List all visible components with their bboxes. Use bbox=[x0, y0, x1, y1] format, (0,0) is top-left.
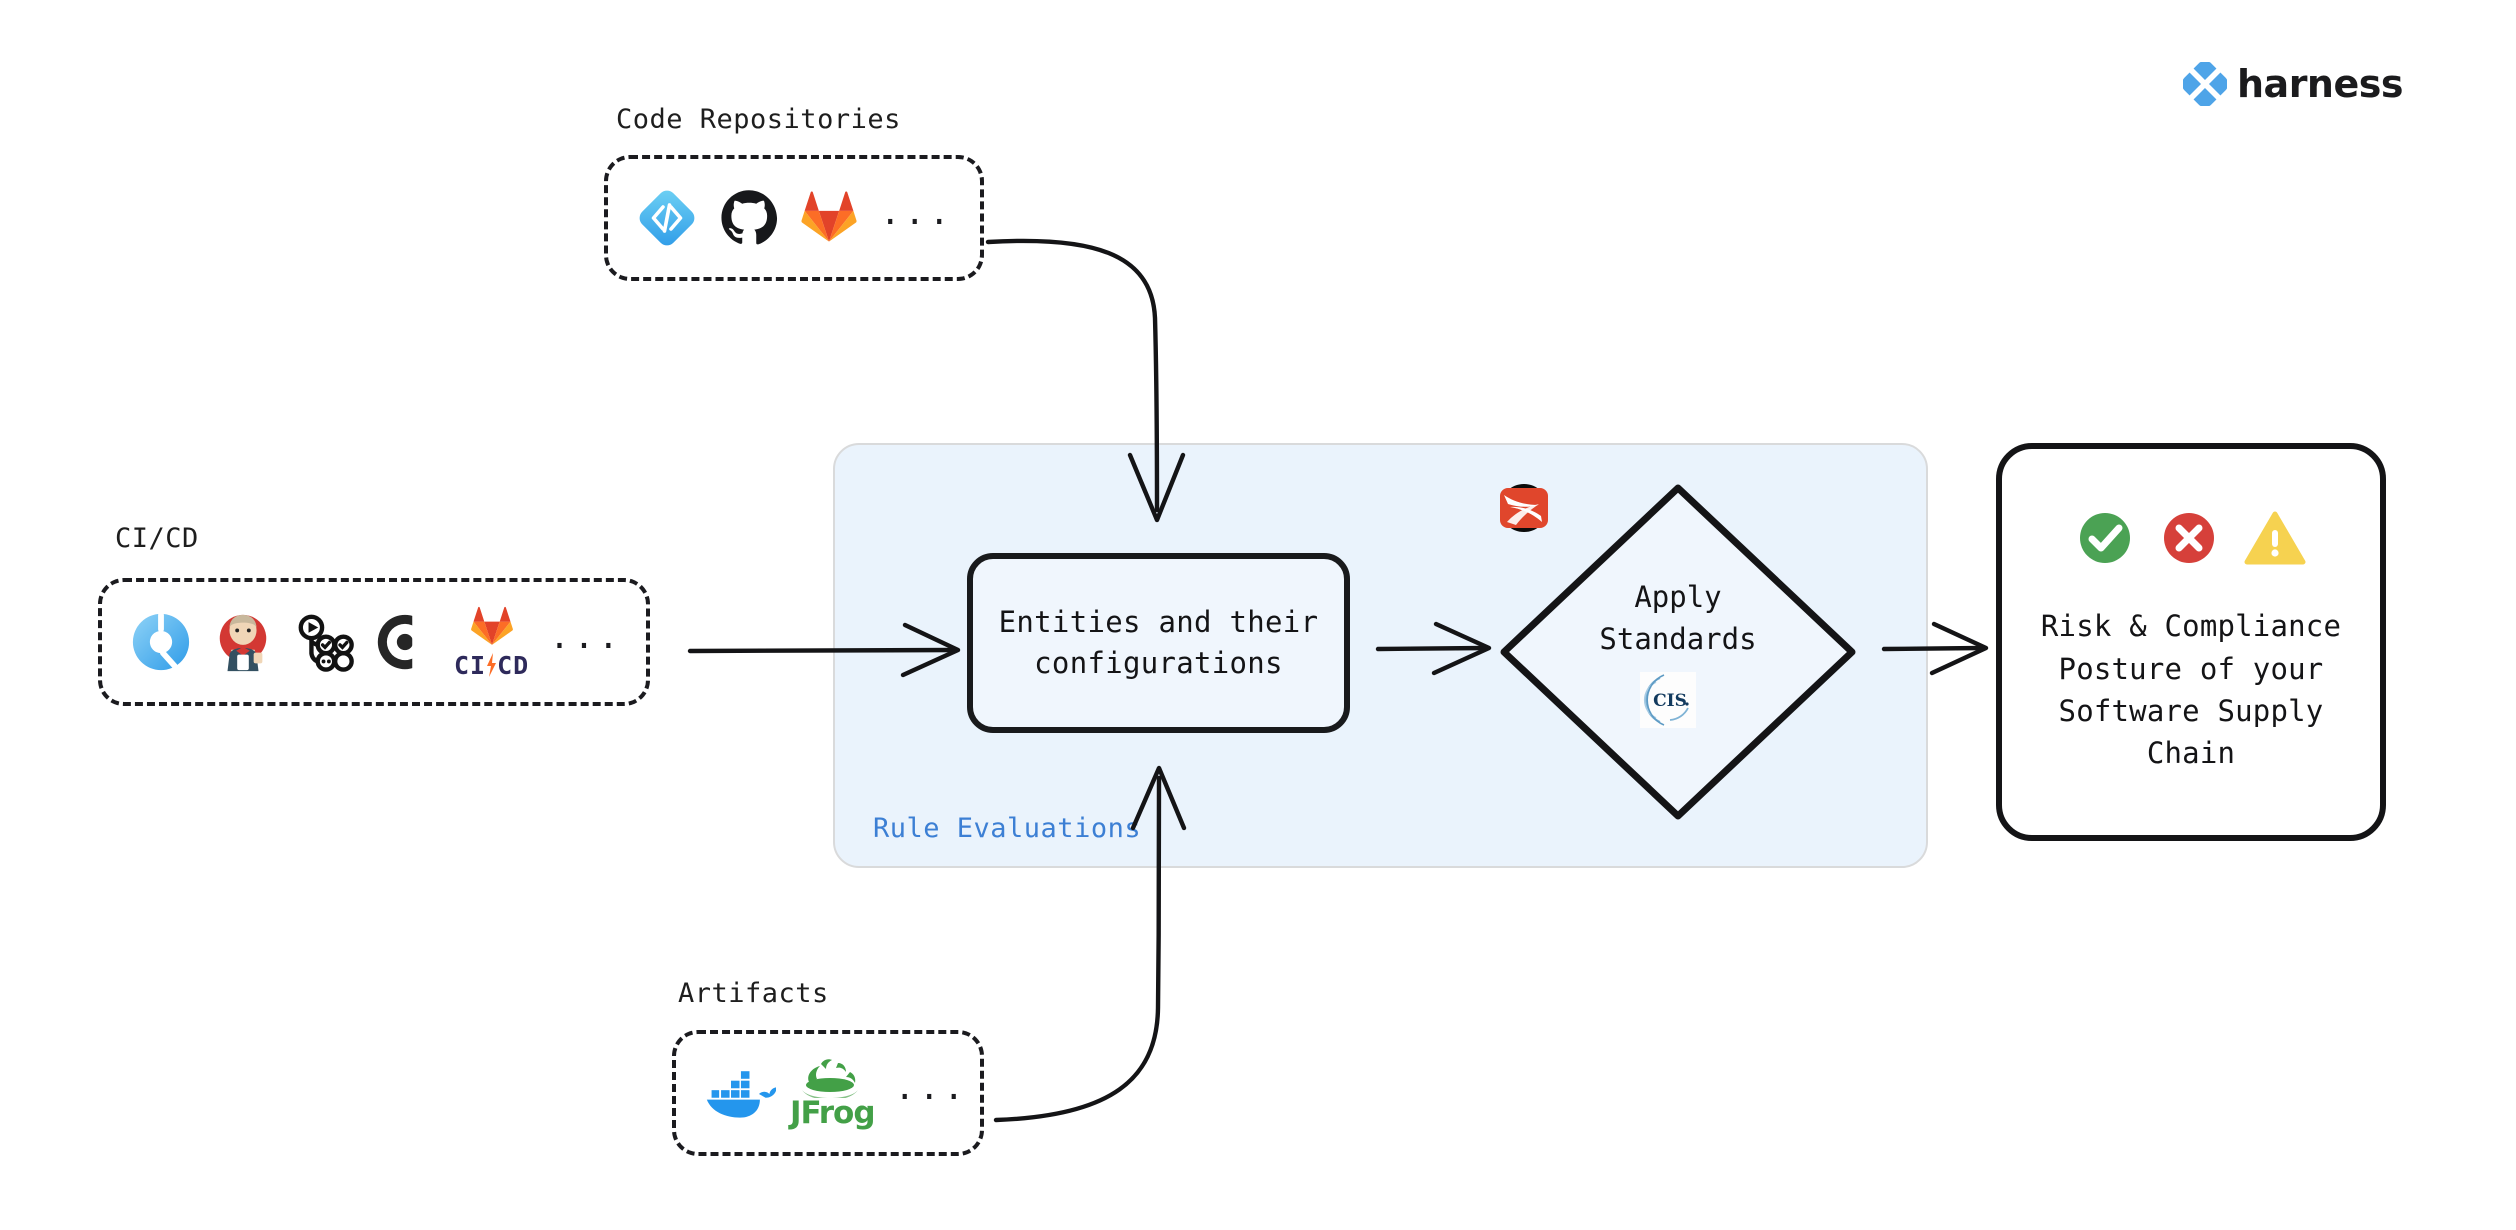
outcome-line-4: Chain bbox=[2146, 736, 2236, 771]
harness-wordmark: harness bbox=[2237, 62, 2404, 106]
jfrog-wordmark: JFrog bbox=[790, 1094, 876, 1131]
gitlab-cicd-icon: CI CD bbox=[454, 605, 529, 680]
jfrog-icon: JFrog bbox=[790, 1058, 876, 1131]
code-repositories-caption: Code Repositories bbox=[616, 104, 901, 135]
harness-diamond-logo bbox=[2181, 60, 2229, 108]
rule-evaluations-label: Rule Evaluations bbox=[873, 813, 1142, 844]
circleci-icon bbox=[376, 613, 434, 671]
gitlab-cicd-label-ci: CI bbox=[454, 650, 487, 680]
entities-line-1: Entities and their bbox=[998, 604, 1319, 639]
docker-icon bbox=[704, 1063, 776, 1123]
outcome-line-3: Software Supply bbox=[2058, 694, 2324, 728]
gitlab-icon bbox=[800, 189, 858, 247]
jenkins-icon bbox=[212, 611, 274, 673]
artifacts-ellipsis: ... bbox=[894, 1068, 968, 1108]
cis-icon: CIS bbox=[1640, 672, 1696, 729]
svg-text:CIS: CIS bbox=[1653, 691, 1687, 711]
artifacts-caption: Artifacts bbox=[678, 978, 829, 1009]
apply-standards-line-1: Apply bbox=[1634, 579, 1722, 614]
warning-triangle-icon bbox=[2244, 510, 2306, 570]
ci-cd-caption: CI/CD bbox=[115, 523, 199, 554]
outcome-line-2: Posture of your bbox=[2058, 651, 2324, 686]
check-circle-icon bbox=[2076, 509, 2134, 571]
diamond-shape bbox=[1500, 484, 1856, 820]
harness-circle-icon bbox=[130, 611, 192, 673]
ci-cd-ellipsis: ... bbox=[549, 617, 623, 657]
code-repositories-ellipsis: ... bbox=[880, 193, 954, 233]
apply-standards-line-2: Standards bbox=[1599, 622, 1757, 656]
entities-and-configurations-node[interactable]: Entities and their configurations bbox=[967, 553, 1350, 733]
x-circle-icon bbox=[2160, 509, 2218, 571]
code-repositories-group[interactable]: ... bbox=[604, 155, 984, 281]
risk-compliance-outcome-node[interactable]: Risk & Compliance Posture of your Softwa… bbox=[1996, 443, 2386, 841]
github-icon bbox=[720, 189, 778, 247]
github-actions-icon bbox=[294, 611, 356, 673]
entities-line-2: configurations bbox=[1034, 646, 1283, 680]
outcome-line-1: Risk & Compliance bbox=[2040, 609, 2342, 644]
azure-repos-icon bbox=[636, 187, 698, 249]
ci-cd-group[interactable]: CI CD ... bbox=[98, 578, 650, 706]
harness-logo: harness bbox=[2181, 60, 2404, 108]
artifacts-group[interactable]: JFrog ... bbox=[672, 1030, 984, 1156]
gitlab-cicd-label-cd: CD bbox=[497, 650, 530, 680]
apply-standards-node[interactable]: Apply Standards CIS bbox=[1498, 482, 1858, 822]
